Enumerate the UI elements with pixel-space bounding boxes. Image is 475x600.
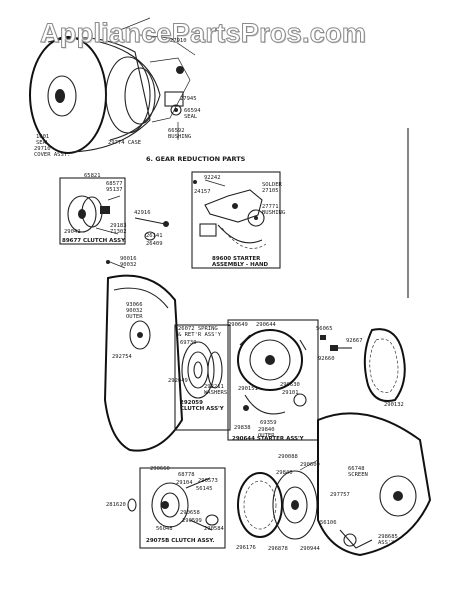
label-90032: 90032 [120, 262, 137, 268]
label-42916: 42916 [134, 210, 151, 216]
label-29183: 29183 [110, 223, 127, 229]
label-292754: 292754 [112, 354, 132, 360]
label-29838: 29838 [234, 425, 251, 431]
label-290660: 290660 [150, 466, 170, 472]
label-290630: 290630 [280, 382, 300, 388]
label-290600: 290600 [300, 462, 320, 468]
label-27910: 27910 [170, 38, 187, 44]
label-56065: 56065 [316, 326, 333, 332]
label-296878: 296878 [268, 546, 288, 552]
label-89677-clutch-assy: 89677 CLUTCH ASSY. [62, 238, 127, 244]
shaft-parts-drawing [134, 217, 169, 241]
rewind-starter-bottom-drawing [237, 412, 432, 557]
label-298685-assy: 298685 ASS'Y [378, 534, 398, 546]
label-69730: 69730 [180, 340, 197, 346]
label-90016: 90016 [120, 256, 137, 262]
label-290132: 290132 [384, 402, 404, 408]
label-92242: 92242 [204, 175, 221, 181]
label-66748-screen: 66748 SCREEN [348, 466, 368, 478]
label-290088: 290088 [278, 454, 298, 460]
label-95137: 95137 [106, 187, 123, 193]
label-29710-cover-assy: 29710 COVER ASSY. [34, 146, 71, 158]
spring-retainer-drawing [174, 324, 231, 431]
label-290944: 290944 [300, 546, 320, 552]
label-29104: 29104 [176, 480, 193, 486]
label-89600-starter-assembly: 89600 STARTER ASSEMBLY - HAND [212, 256, 269, 268]
label-290573: 290573 [198, 478, 218, 484]
watermark-text: AppliancePartsPros.com [39, 18, 367, 49]
label-290658: 290658 [180, 510, 200, 516]
label-56048: 56048 [156, 526, 173, 532]
label-29840-outer: 29840 OUTER [258, 427, 275, 439]
label-29042: 29042 [64, 229, 81, 235]
label-92660: 92660 [318, 356, 335, 362]
label-spring-retainer: 26072 SPRING & RET'R ASS'Y [178, 326, 222, 338]
gear-reduction-case-drawing [29, 17, 196, 154]
starter-housing-left-drawing [103, 260, 184, 452]
clutch-assembly-29075b-drawing [127, 467, 226, 549]
label-56106: 56106 [320, 520, 337, 526]
label-92667: 92667 [346, 338, 363, 344]
label-290644-starter-assy: 290644 STARTER ASS'Y [232, 436, 304, 442]
label-290151: 290151 [238, 386, 258, 392]
label-24157: 24157 [194, 189, 211, 195]
label-65821: 65821 [84, 173, 101, 179]
section-title: 6. GEAR REDUCTION PARTS [146, 155, 246, 163]
label-68778: 68778 [178, 472, 195, 478]
label-69359: 69359 [260, 420, 277, 426]
label-27771: 27771 [262, 204, 279, 210]
small-bolts-drawing [320, 335, 352, 351]
label-26141: 26141 [146, 233, 163, 239]
clutch-assembly-89677-drawing [59, 177, 126, 245]
label-29075b-clutch-assy: 29075B CLUTCH ASSY. [146, 538, 215, 544]
label-292211: 292211 [204, 384, 224, 390]
label-292049: 292049 [168, 378, 188, 384]
label-29774-case: 29774 CASE [108, 140, 142, 146]
label-26409: 26409 [146, 241, 163, 247]
label-290644: 290644 [256, 322, 276, 328]
label-290584: 290584 [204, 526, 224, 532]
label-bushing: BUSHING [262, 210, 286, 216]
label-68577: 68577 [106, 181, 123, 187]
label-71302: 71302 [110, 229, 127, 235]
label-66592-bushing: 66592 BUSHING [168, 128, 192, 140]
label-29840: 29840 [276, 470, 293, 476]
label-27945: 27945 [180, 96, 197, 102]
starter-assembly-290644-drawing [227, 319, 319, 441]
label-290649: 290649 [228, 322, 248, 328]
label-296176: 296176 [236, 545, 256, 551]
label-56145: 56145 [196, 486, 213, 492]
label-washers: WASHERS [204, 390, 228, 396]
label-290599: 290599 [182, 518, 202, 524]
label-solder: SOLDER 27105 [262, 182, 282, 194]
label-1001-seal: 1001 SEAL [36, 134, 50, 146]
gasket-290132-drawing [363, 328, 406, 402]
label-90032-outer: 90032 OUTER [126, 308, 143, 320]
label-93066: 93066 [126, 302, 143, 308]
label-66594-seal: 66594 SEAL [184, 108, 201, 120]
label-281620: 281620 [106, 502, 126, 508]
label-297757: 297757 [330, 492, 350, 498]
hand-starter-assembly-89600-drawing [191, 171, 281, 269]
label-292059-clutch-assy: 292059 CLUTCH ASS'Y [180, 400, 224, 412]
label-29101: 29101 [282, 390, 299, 396]
